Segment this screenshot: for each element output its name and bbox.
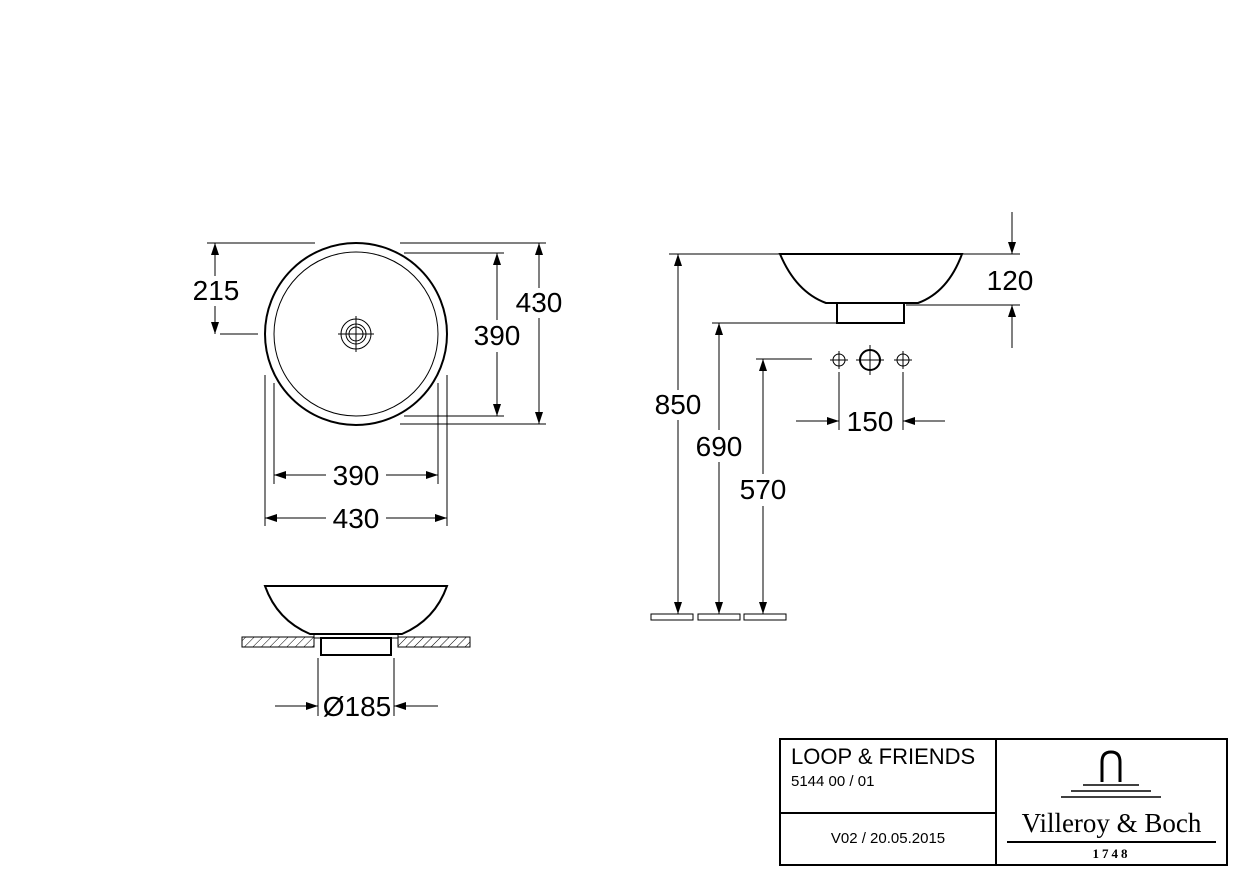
floor-segment [650, 613, 694, 621]
dim-top-height: 850 [655, 389, 702, 420]
dim-drain-diameter: Ø185 [323, 691, 392, 722]
basin-profile [263, 585, 449, 635]
basin-inner-rim [273, 251, 439, 417]
title-block-info: LOOP & FRIENDS 5144 00 / 01 V02 / 20.05.… [781, 740, 997, 864]
brand-underline [1007, 841, 1216, 843]
floor-segment [697, 613, 741, 621]
brand-logo: Villeroy & Boch 1748 [997, 740, 1226, 864]
drain-hole-icon [338, 316, 374, 352]
drain-elevation [836, 302, 905, 324]
countertop-left [241, 636, 315, 648]
product-code: 5144 00 / 01 [791, 773, 875, 790]
drawing-version: V02 / 20.05.2015 [830, 830, 946, 847]
faucet-logo-icon [1061, 750, 1161, 798]
basin-elevation [778, 253, 964, 304]
floor-segment [743, 613, 787, 621]
tap-hole-icon [894, 351, 912, 369]
top-view: 215 390 430 390 430 [193, 242, 563, 534]
dim-tap-height: 570 [740, 474, 787, 505]
tap-hole-icon [830, 351, 848, 369]
dim-outer-width: 430 [333, 503, 380, 534]
dim-outer-height: 430 [516, 287, 563, 318]
dim-tap-spacing: 150 [847, 406, 894, 437]
countertop-right [397, 636, 471, 648]
brand-year: 1748 [1092, 846, 1131, 861]
side-view: Ø185 [241, 585, 471, 722]
dim-basin-height: 120 [987, 265, 1034, 296]
dim-drain-height: 690 [696, 431, 743, 462]
dim-inner-height: 390 [474, 320, 521, 351]
product-name: LOOP & FRIENDS [791, 744, 976, 769]
dim-offset-215: 215 [193, 275, 240, 306]
brand-name: Villeroy & Boch [1021, 808, 1202, 838]
dim-inner-width: 390 [333, 460, 380, 491]
tap-hole-icon [856, 345, 884, 375]
title-block: LOOP & FRIENDS 5144 00 / 01 V02 / 20.05.… [779, 738, 1228, 866]
basin-outer-rim [264, 242, 448, 426]
drain-body [320, 637, 392, 656]
installation-view: 120 850 690 570 [650, 212, 1034, 621]
title-block-product: LOOP & FRIENDS 5144 00 / 01 [781, 740, 995, 814]
